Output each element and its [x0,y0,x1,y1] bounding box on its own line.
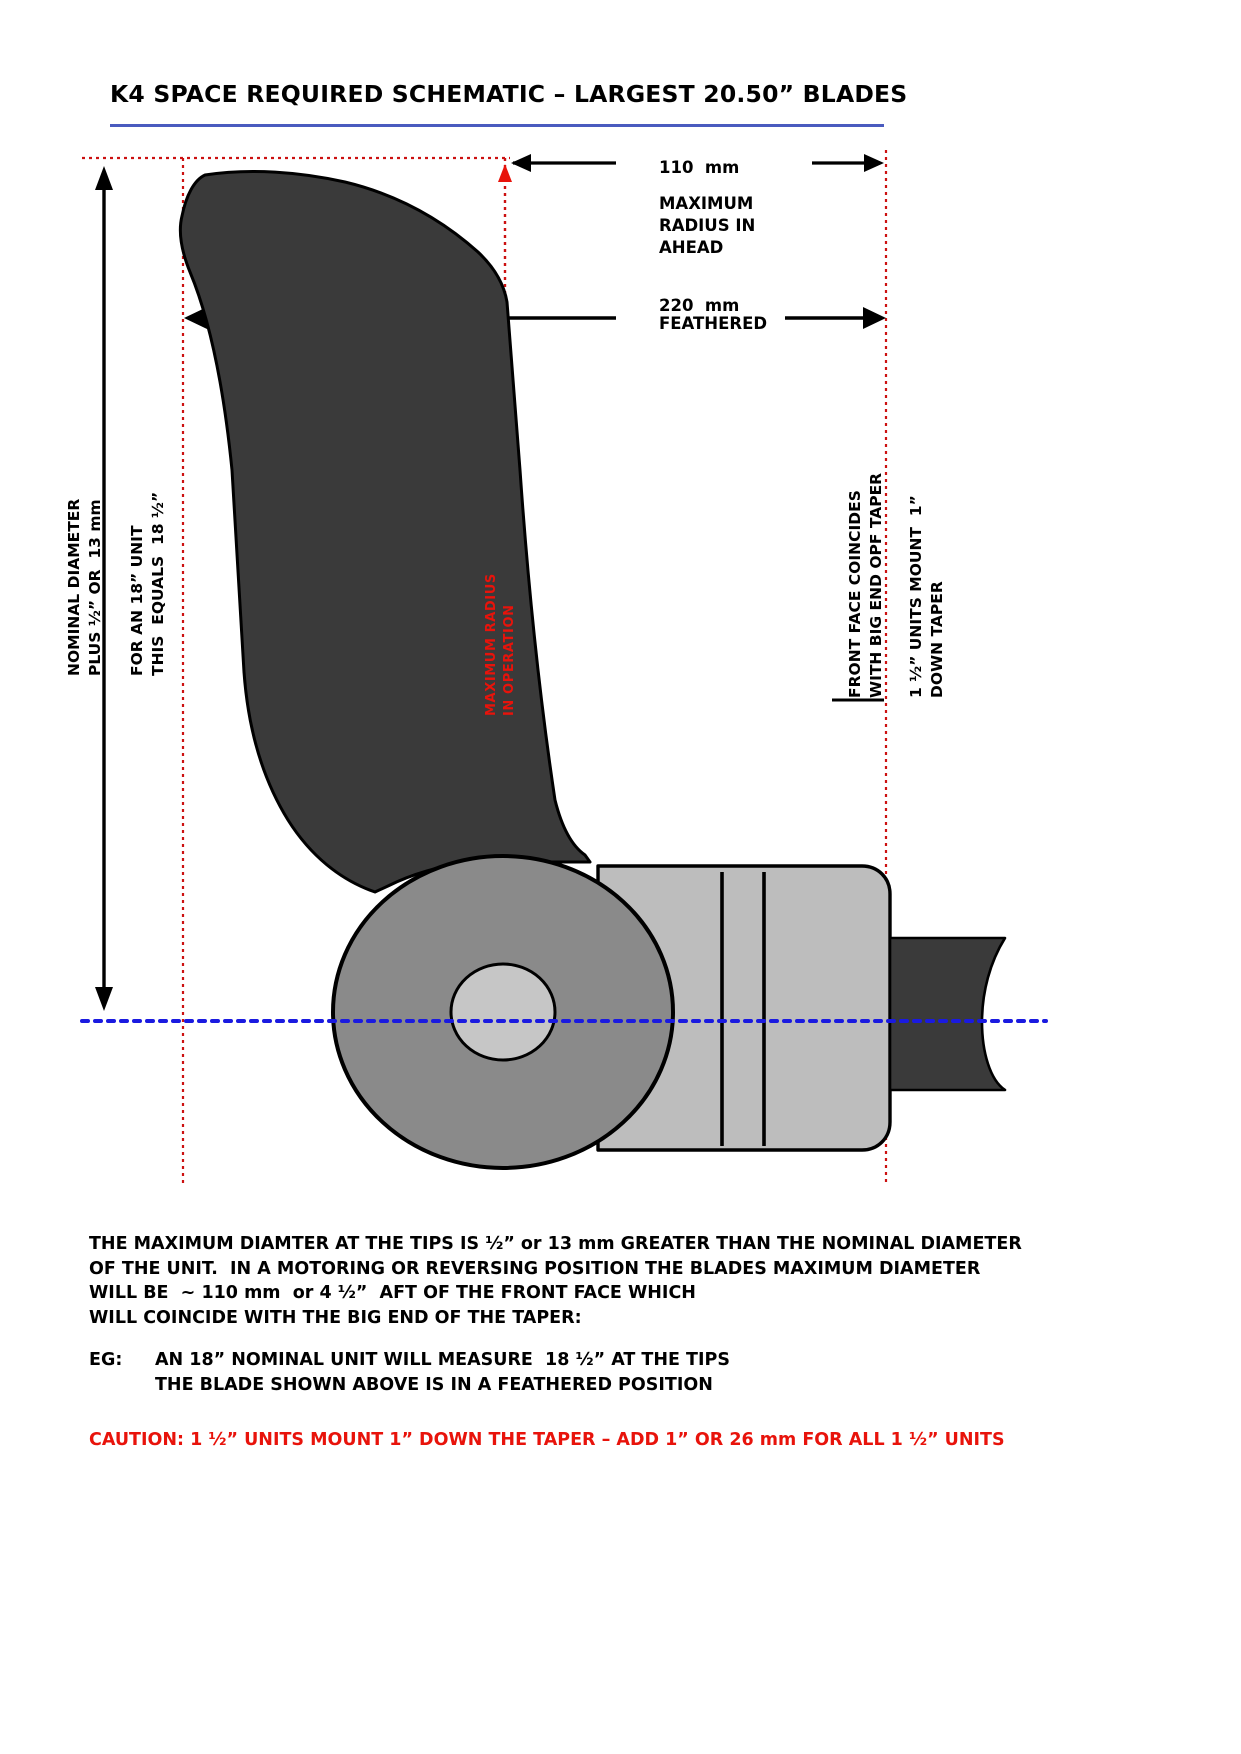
dimension-110mm-description: MAXIMUM RADIUS IN AHEAD [659,194,756,257]
aft-tail-stub [888,936,1007,1092]
dimension-110mm-value: 110 mm [659,158,740,177]
page-title: K4 SPACE REQUIRED SCHEMATIC – LARGEST 20… [110,80,908,108]
label-units-mount-down-taper: 1 ½” UNITS MOUNT 1” DOWN TAPER [907,495,946,698]
label-nominal-diameter: NOMINAL DIAMETER PLUS ½” OR 13 mm [65,498,104,676]
example-label: EG: [89,1350,123,1370]
dim-220-arrowhead-right [863,307,886,329]
dim-nominal-arrowhead-top [95,166,113,190]
dim-nominal-arrowhead-bottom [95,987,113,1011]
max-radius-arrow-up [498,164,512,182]
shaft-housing [596,864,892,1152]
dimension-220mm-value: 220 mm [659,296,740,315]
dim-110-arrowhead-left [511,154,531,172]
label-front-face-coincides: FRONT FACE COINCIDES WITH BIG END OPF TA… [846,472,885,698]
dimension-220mm-description: FEATHERED [659,314,768,333]
caution-note: CAUTION: 1 ½” UNITS MOUNT 1” DOWN THE TA… [89,1430,1005,1450]
title-underline-rule [110,124,884,127]
dim-110-arrowhead-right [864,154,884,172]
propeller-blade [178,169,592,894]
note-paragraph: THE MAXIMUM DIAMTER AT THE TIPS IS ½” or… [89,1234,1022,1329]
label-eighteen-inch-unit: FOR AN 18” UNIT THIS EQUALS 18 ½” [128,491,167,676]
label-maximum-radius-in-operation: MAXIMUM RADIUS IN OPERATION [484,573,517,716]
dim-220-arrowhead-left [184,307,207,329]
hub-bore [449,962,557,1062]
example-text: AN 18” NOMINAL UNIT WILL MEASURE 18 ½” A… [155,1350,730,1395]
